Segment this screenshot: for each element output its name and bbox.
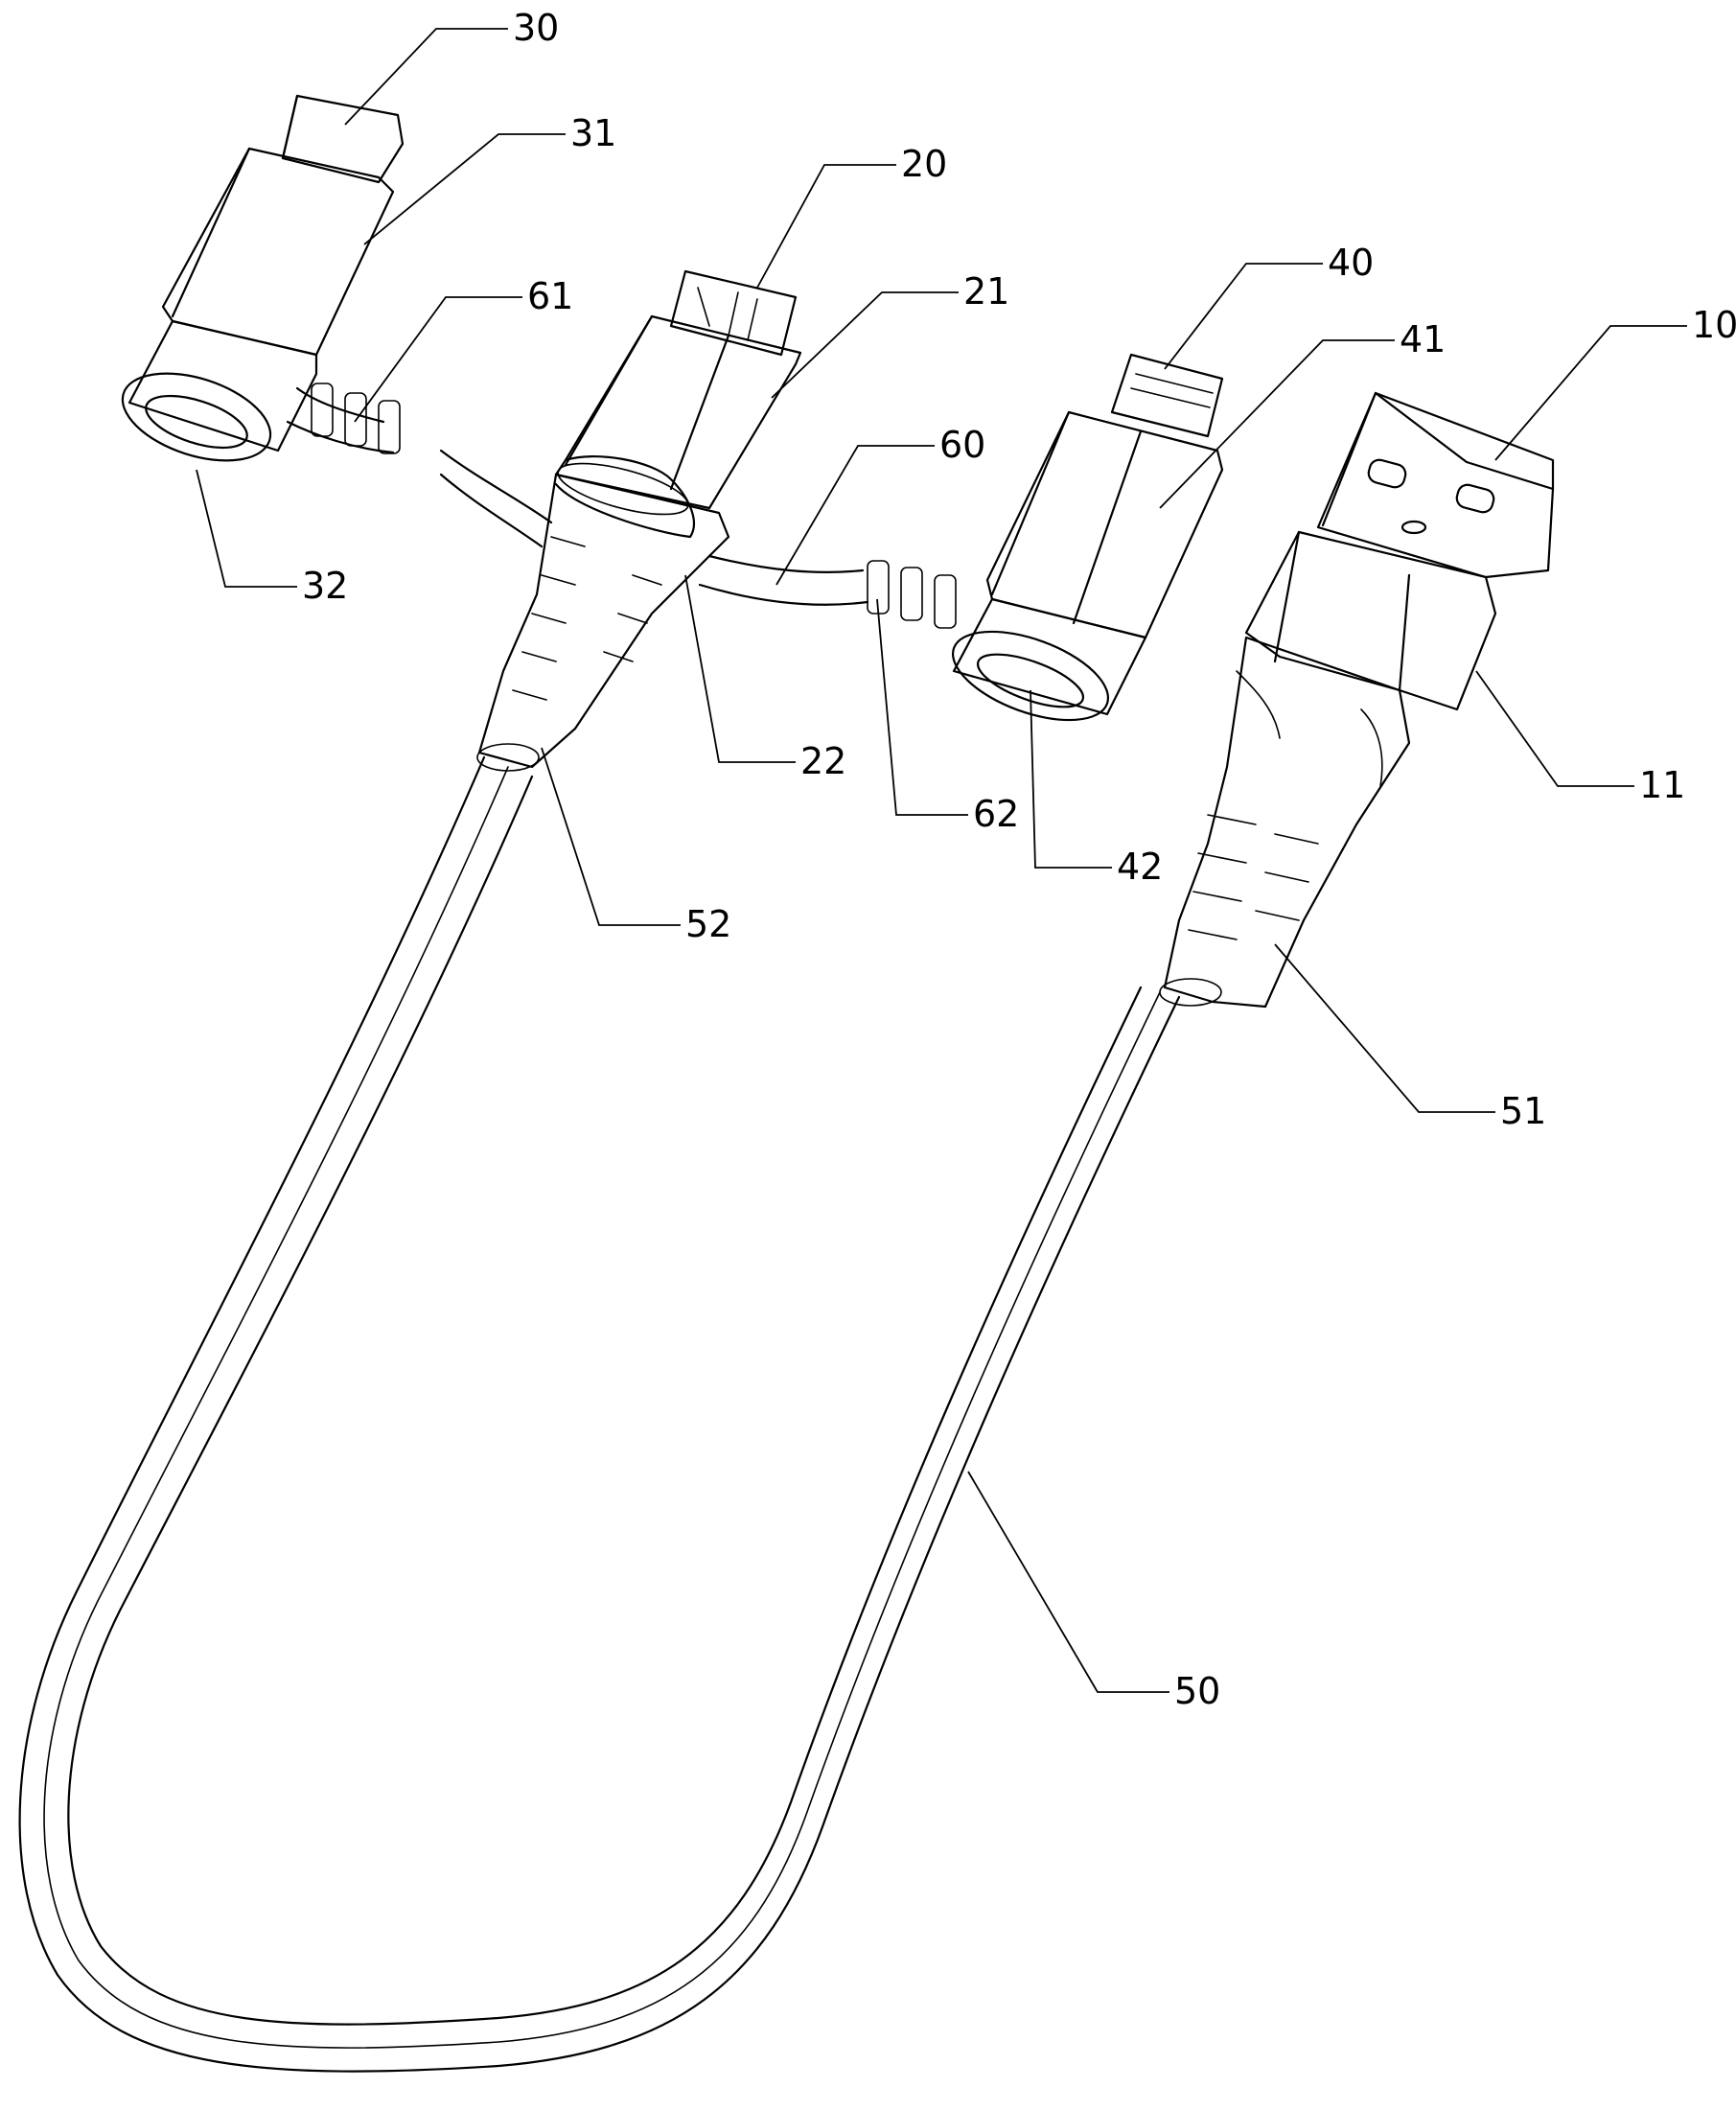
type-c-adapter [112, 96, 403, 477]
ref-30: 30 [513, 7, 559, 49]
ref-42: 42 [1117, 846, 1163, 888]
ref-20: 20 [901, 143, 947, 185]
ref-40: 40 [1328, 242, 1374, 284]
leader-lines [197, 29, 1687, 1692]
reference-numerals: 30 31 20 61 21 40 41 10 60 32 11 22 62 4… [302, 7, 1736, 1712]
ref-51: 51 [1500, 1090, 1546, 1132]
ref-41: 41 [1400, 318, 1446, 360]
main-cable [20, 757, 1179, 2072]
ref-52: 52 [685, 903, 731, 945]
ref-11: 11 [1639, 764, 1685, 806]
ref-21: 21 [963, 270, 1009, 313]
ref-61: 61 [527, 275, 573, 317]
ref-32: 32 [302, 565, 348, 607]
micro-usb-connector [441, 271, 868, 771]
ref-60: 60 [939, 424, 985, 466]
usb-a-connector [1160, 393, 1553, 1007]
ref-31: 31 [570, 112, 616, 154]
ref-50: 50 [1174, 1670, 1220, 1712]
ref-62: 62 [973, 793, 1019, 835]
lightning-adapter [868, 355, 1222, 738]
ref-10: 10 [1692, 304, 1736, 346]
ref-22: 22 [800, 740, 846, 782]
